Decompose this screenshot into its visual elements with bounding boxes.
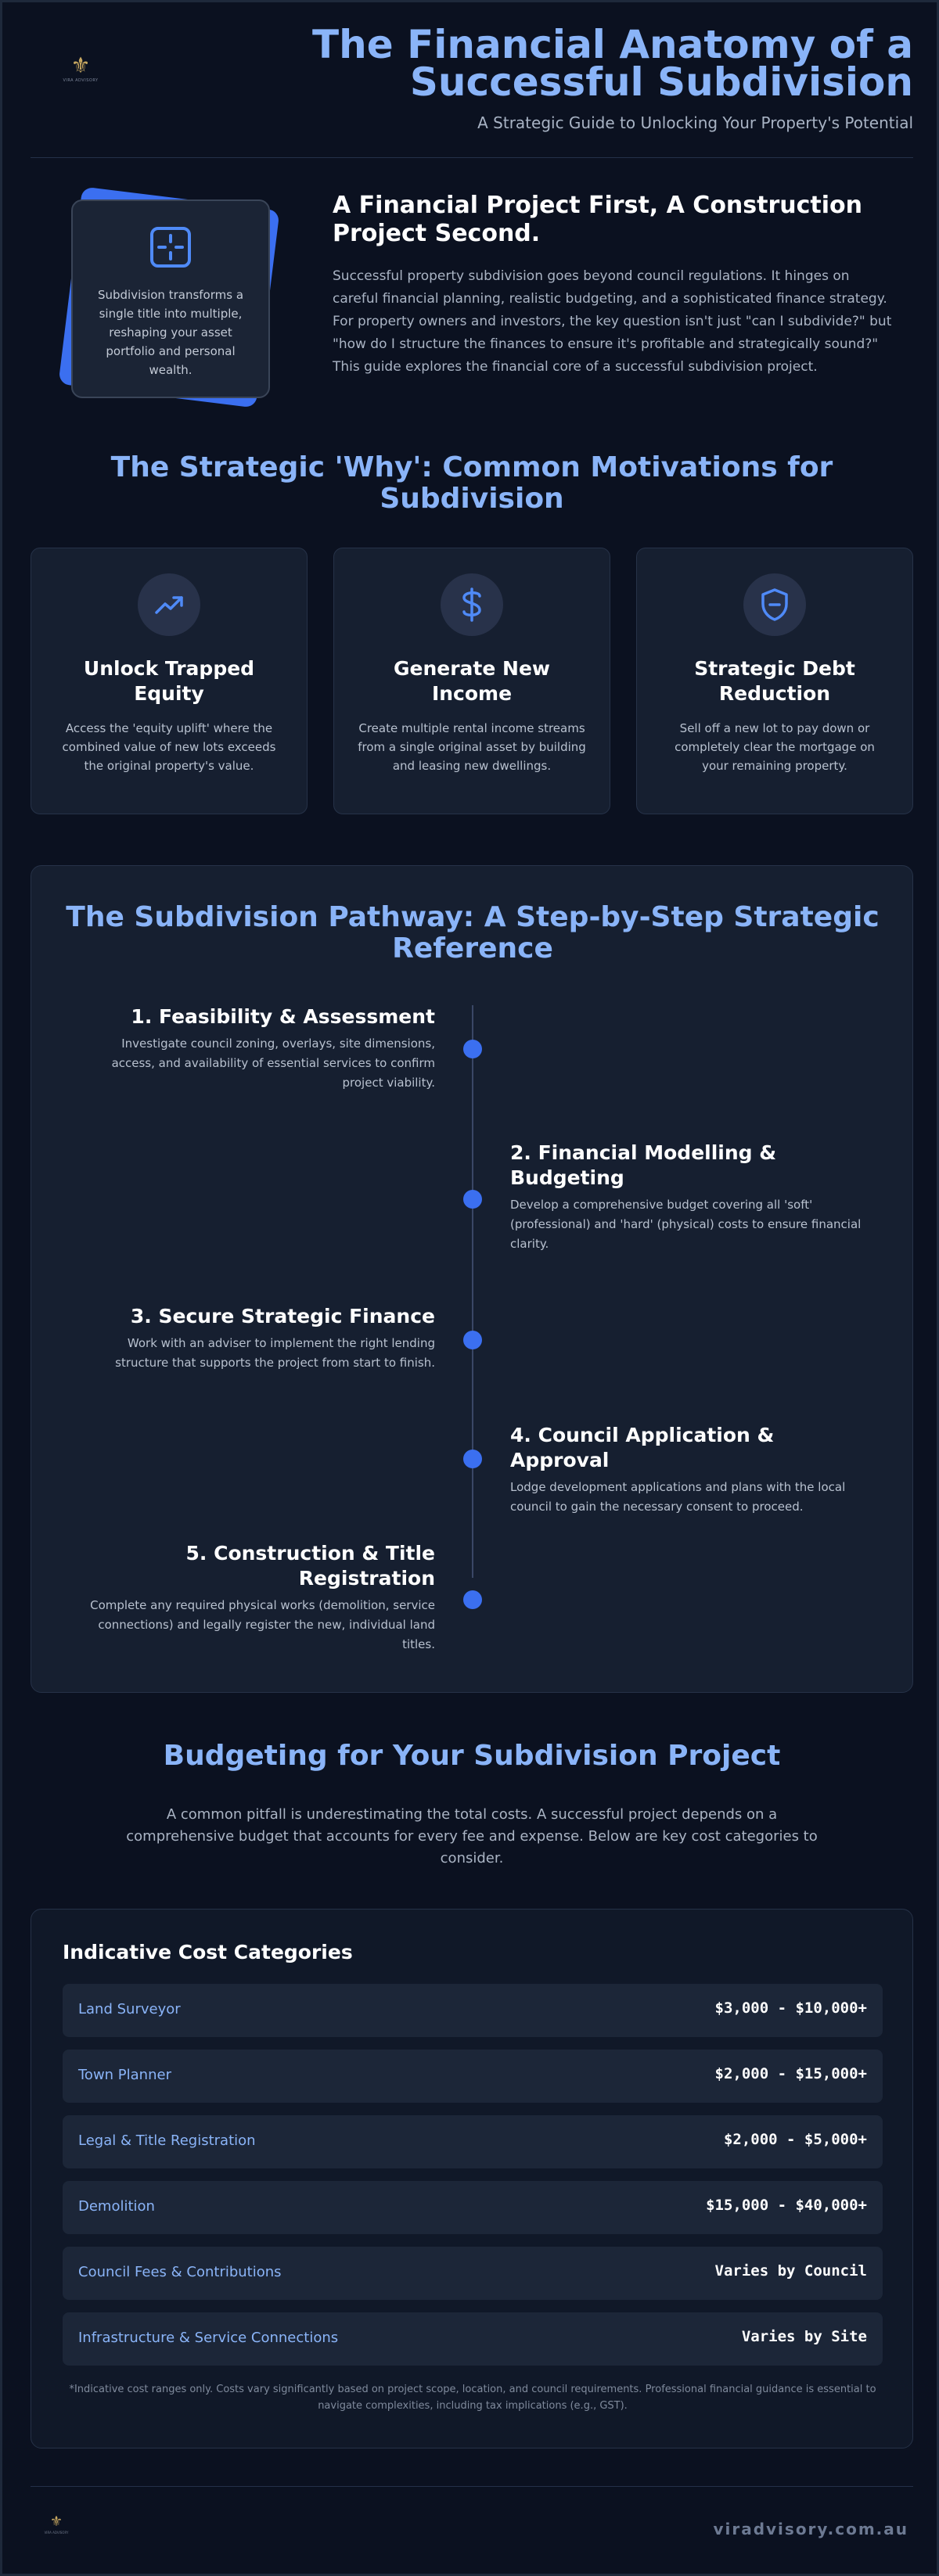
- intro-card-text: Subdivision transforms a single title in…: [97, 288, 244, 377]
- fleur-de-lis-icon: ⚜: [70, 52, 91, 78]
- fleur-de-lis-icon: ⚜: [49, 2513, 63, 2530]
- step-desc: Complete any required physical works (de…: [90, 1598, 435, 1651]
- footer-website-link[interactable]: viradvisory.com.au: [713, 2520, 908, 2538]
- motivation-title: Strategic Debt Reduction: [694, 657, 855, 705]
- cost-categories-card: Indicative Cost Categories Land Surveyor…: [31, 1909, 913, 2448]
- pathway-step-4: 4. Council Application & Approval Lodge …: [510, 1423, 867, 1517]
- cost-value: $2,000 - $15,000+: [714, 2065, 867, 2082]
- motivation-desc: Sell off a new lot to pay down or comple…: [675, 721, 875, 773]
- step-desc: Lodge development applications and plans…: [510, 1480, 846, 1514]
- cost-value: Varies by Site: [741, 2328, 867, 2345]
- subdivision-grid-icon: [90, 226, 251, 268]
- step-desc: Develop a comprehensive budget covering …: [510, 1198, 862, 1251]
- footer-logo[interactable]: ⚜ VIRA ADVISORY: [38, 2513, 74, 2545]
- budgeting-body: A common pitfall is underestimating the …: [126, 1806, 818, 1866]
- page-title: The Financial Anatomy of a Successful Su…: [312, 22, 913, 105]
- cost-label: Town Planner: [78, 2067, 171, 2083]
- step-title: 3. Secure Strategic Finance: [130, 1305, 435, 1328]
- cost-label: Legal & Title Registration: [78, 2132, 256, 2149]
- brand-logo[interactable]: ⚜ VIRA ADVISORY: [43, 53, 118, 100]
- motivations-heading: The Strategic 'Why': Common Motivations …: [110, 451, 833, 515]
- pathway-step-5: 5. Construction & Title Registration Com…: [78, 1541, 435, 1654]
- motivation-desc: Access the 'equity uplift' where the com…: [62, 721, 276, 773]
- header: ⚜ VIRA ADVISORY The Financial Anatomy of…: [31, 22, 913, 159]
- cost-label: Council Fees & Contributions: [78, 2264, 282, 2280]
- step-desc: Work with an adviser to implement the ri…: [115, 1336, 435, 1370]
- timeline-dot: [463, 1590, 482, 1609]
- step-title: 1. Feasibility & Assessment: [131, 1005, 435, 1028]
- motivation-card-debt: Strategic Debt Reduction Sell off a new …: [636, 548, 913, 814]
- pathway-section: The Subdivision Pathway: A Step-by-Step …: [31, 865, 913, 1693]
- cost-label: Infrastructure & Service Connections: [78, 2330, 339, 2346]
- pathway-step-1: 1. Feasibility & Assessment Investigate …: [78, 1004, 435, 1093]
- timeline-dot: [463, 1190, 482, 1209]
- cost-label: Demolition: [78, 2198, 155, 2215]
- intro-card: Subdivision transforms a single title in…: [58, 186, 280, 408]
- intro-section: Subdivision transforms a single title in…: [31, 186, 913, 417]
- cost-label: Land Surveyor: [78, 2001, 181, 2017]
- motivation-desc: Create multiple rental income streams fr…: [358, 721, 586, 773]
- footer-logo-tagline: VIRA ADVISORY: [44, 2531, 69, 2535]
- timeline-dot: [463, 1331, 482, 1349]
- motivation-card-equity: Unlock Trapped Equity Access the 'equity…: [31, 548, 308, 814]
- budgeting-heading: Budgeting for Your Subdivision Project: [163, 1740, 781, 1772]
- intro-heading: A Financial Project First, A Constructio…: [333, 192, 863, 247]
- cost-row: Legal & Title Registration $2,000 - $5,0…: [63, 2115, 883, 2168]
- pathway-step-2: 2. Financial Modelling & Budgeting Devel…: [510, 1141, 867, 1254]
- footer-divider: [31, 2486, 913, 2487]
- step-title: 5. Construction & Title Registration: [185, 1542, 436, 1590]
- cost-disclaimer: *Indicative cost ranges only. Costs vary…: [69, 2384, 876, 2412]
- trending-up-icon: [138, 573, 200, 636]
- step-desc: Investigate council zoning, overlays, si…: [111, 1037, 435, 1090]
- cost-value: $3,000 - $10,000+: [714, 1999, 867, 2017]
- step-title: 2. Financial Modelling & Budgeting: [510, 1141, 777, 1189]
- intro-body: Successful property subdivision goes bey…: [333, 268, 892, 375]
- timeline-dot: [463, 1450, 482, 1468]
- logo-tagline: VIRA ADVISORY: [63, 78, 99, 83]
- motivation-title: Generate New Income: [393, 657, 550, 705]
- intro-card-face: Subdivision transforms a single title in…: [71, 199, 270, 398]
- cost-row: Town Planner $2,000 - $15,000+: [63, 2050, 883, 2103]
- cost-value: Varies by Council: [714, 2262, 867, 2280]
- cost-categories-title: Indicative Cost Categories: [63, 1941, 353, 1963]
- step-title: 4. Council Application & Approval: [510, 1424, 775, 1471]
- timeline-line: [472, 1005, 473, 1578]
- pathway-step-3: 3. Secure Strategic Finance Work with an…: [78, 1304, 435, 1373]
- header-divider: [31, 157, 913, 158]
- cost-row: Land Surveyor $3,000 - $10,000+: [63, 1984, 883, 2037]
- cost-row: Infrastructure & Service Connections Var…: [63, 2312, 883, 2366]
- shield-icon: [743, 573, 806, 636]
- motivation-title: Unlock Trapped Equity: [83, 657, 255, 705]
- cost-value: $15,000 - $40,000+: [706, 2197, 867, 2214]
- timeline-dot: [463, 1040, 482, 1058]
- cost-value: $2,000 - $5,000+: [723, 2131, 867, 2148]
- motivation-card-income: Generate New Income Create multiple rent…: [333, 548, 610, 814]
- dollar-icon: [441, 573, 503, 636]
- cost-row: Council Fees & Contributions Varies by C…: [63, 2247, 883, 2300]
- pathway-heading: The Subdivision Pathway: A Step-by-Step …: [66, 901, 880, 965]
- cost-row: Demolition $15,000 - $40,000+: [63, 2181, 883, 2234]
- page-subtitle: A Strategic Guide to Unlocking Your Prop…: [477, 113, 913, 132]
